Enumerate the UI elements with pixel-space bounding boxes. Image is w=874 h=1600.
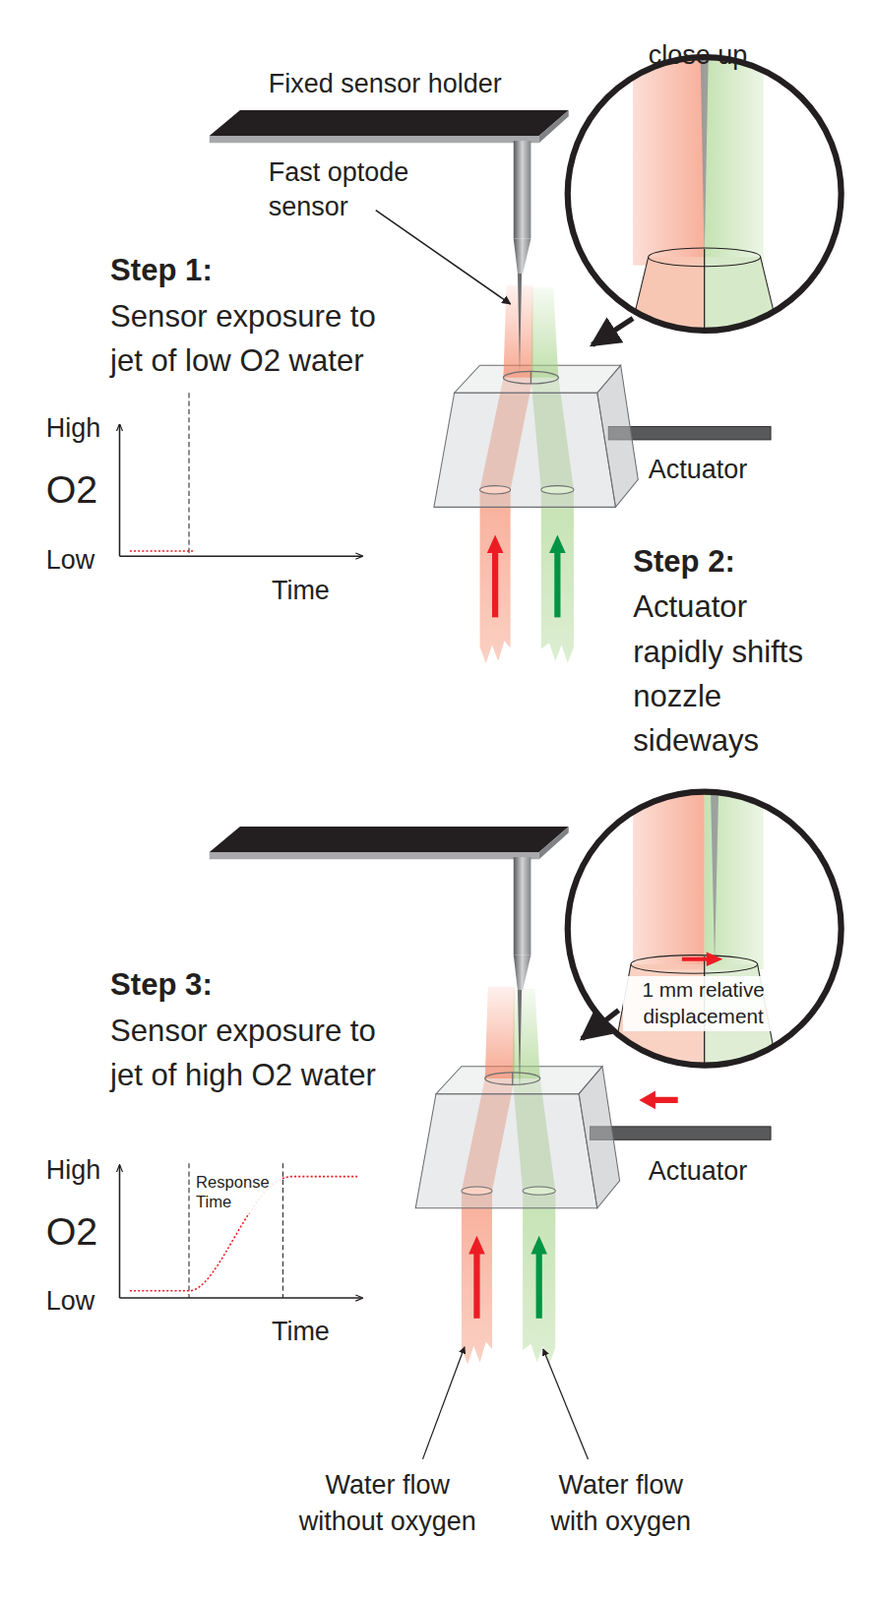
time-marker (187, 392, 189, 557)
displacement-arrow (682, 957, 709, 962)
step-text: Sensor exposure to jet of high O2 water (110, 1008, 407, 1098)
leader-line (422, 1347, 465, 1460)
step-heading: Step 3: (110, 965, 213, 1005)
time-marker (282, 1163, 284, 1299)
actuator-rod (608, 426, 771, 439)
nozzle-edge (627, 256, 649, 342)
axis-title: Time (271, 1314, 330, 1350)
step-text: Actuator rapidly shifts nozzle sideways (632, 584, 820, 763)
axis-title: Time (271, 573, 330, 609)
close-up-circle (567, 57, 842, 331)
nozzle-block (434, 285, 638, 664)
step-heading: Step 1: (110, 250, 213, 291)
axis-label: High (46, 411, 101, 446)
motion-arrow (638, 1091, 678, 1111)
sensor-needle (710, 785, 719, 964)
annotation: Response Time (192, 1172, 281, 1214)
flow-label: Water flow with oxygen (537, 1467, 705, 1543)
leader-line (543, 1349, 589, 1460)
step-text: Sensor exposure to jet of low O2 water (110, 294, 407, 383)
x-axis (119, 1297, 363, 1300)
y-axis (119, 1165, 122, 1299)
actuator-label: Actuator (648, 452, 748, 488)
red-jet (632, 785, 705, 970)
o2-trace (129, 550, 194, 553)
actuator-label: Actuator (648, 1154, 748, 1189)
close-up-label: close up (648, 38, 748, 73)
holder-label: Fixed sensor holder (268, 66, 502, 102)
sensor-needle (700, 51, 709, 257)
displacement-arrow (706, 952, 724, 968)
green-jet (704, 785, 764, 970)
green-jet (704, 51, 764, 266)
actuator-rod (590, 1126, 772, 1140)
axis-label: Low (46, 543, 95, 578)
nozzle-exit (630, 955, 758, 975)
flow-label: Water flow without oxygen (289, 1467, 487, 1543)
dimension-label: 1 mm relative displacement (623, 976, 785, 1032)
axis-title: O2 (46, 1206, 99, 1257)
nozzle-edge (760, 256, 782, 342)
x-axis (119, 555, 363, 558)
close-up-pointer (592, 318, 633, 346)
red-jet (632, 51, 705, 266)
axis-label: Low (46, 1284, 95, 1319)
leader-line (375, 210, 511, 305)
close-up-circle (567, 792, 842, 1066)
sensor-holder (209, 826, 569, 1090)
axis-title: O2 (46, 464, 99, 515)
y-axis (119, 424, 122, 557)
close-up-view (561, 785, 848, 1071)
close-up-ground (561, 785, 848, 1071)
step-heading: Step 2: (632, 542, 736, 582)
axis-label: High (46, 1153, 101, 1188)
sensor-label: Fast optode sensor (268, 155, 433, 225)
nozzle-block (415, 987, 620, 1366)
close-up-view (561, 51, 848, 343)
time-marker (187, 1163, 189, 1299)
close-up-pointer (581, 1010, 619, 1040)
